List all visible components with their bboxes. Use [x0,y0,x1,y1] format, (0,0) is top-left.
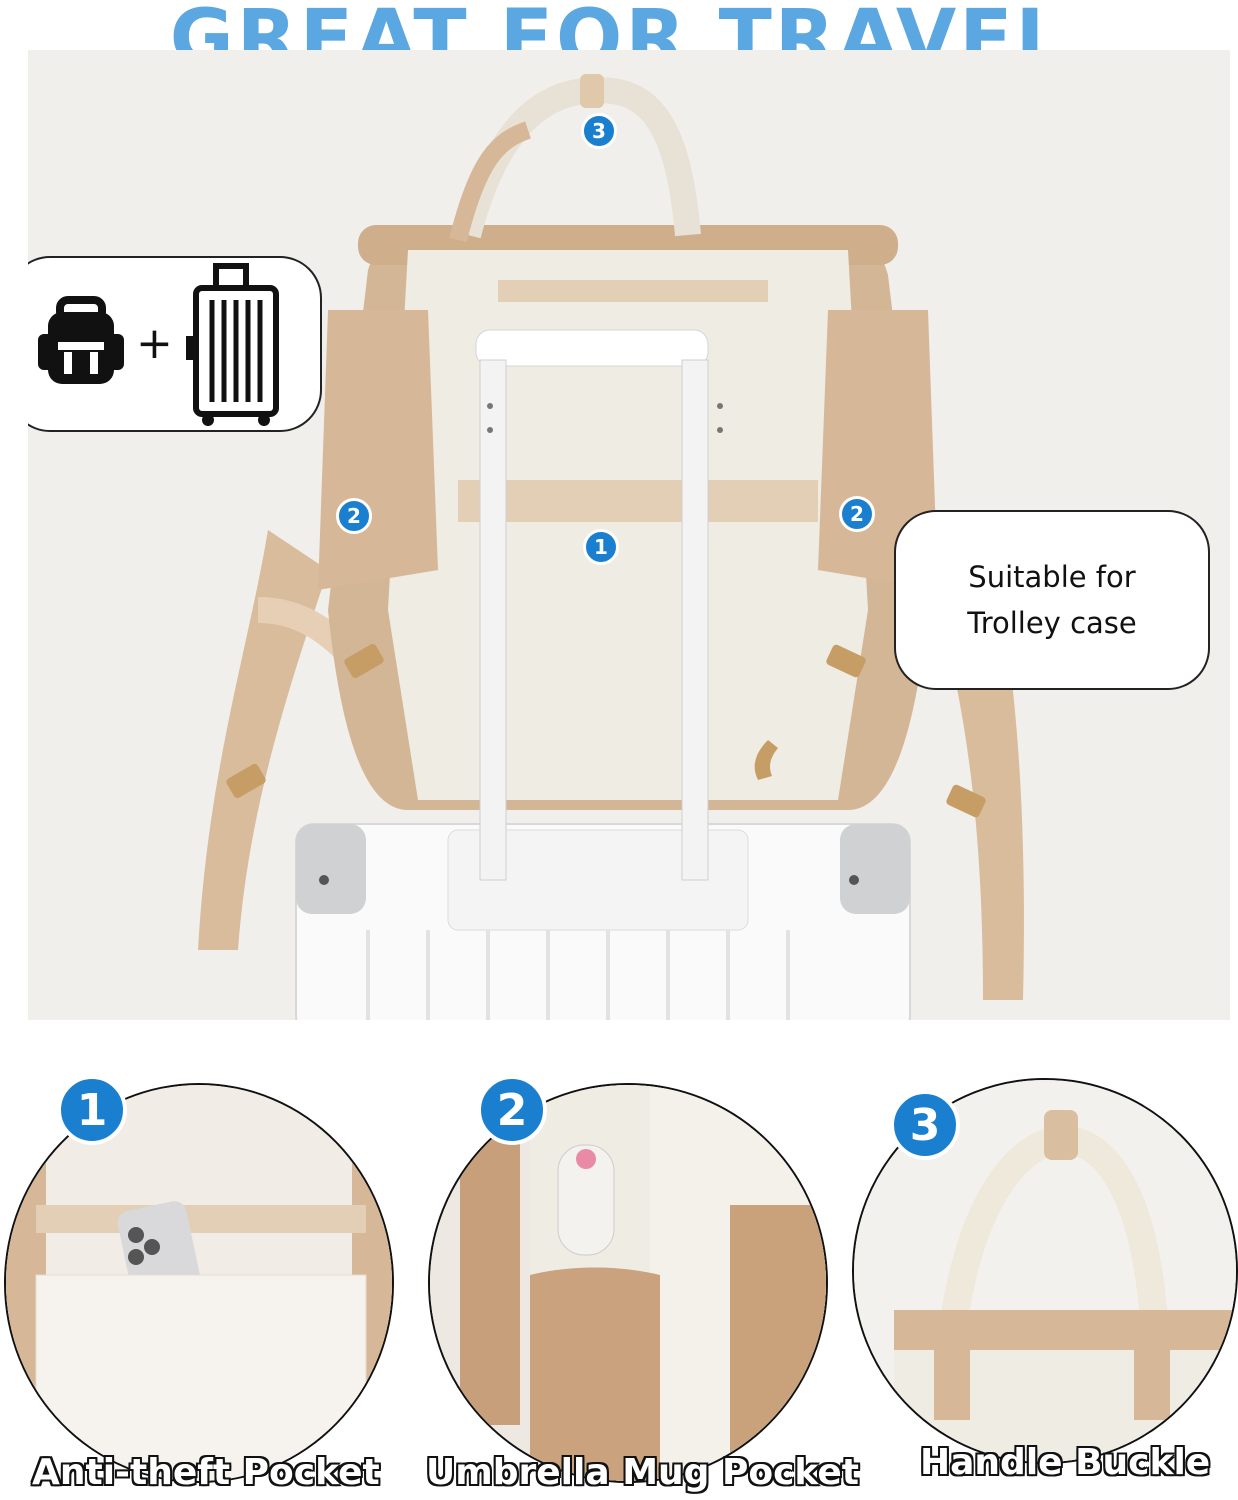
bubble-icons [38,263,279,426]
caption-handle-buckle: Handle Buckle [920,1442,1211,1483]
detail-handle-buckle [852,1078,1238,1464]
callout-line-1: Suitable for [968,560,1136,594]
callout-line-2: Trolley case [967,606,1137,640]
side-pocket-illustration [430,1085,826,1481]
marker-pocket: 1 [583,529,619,565]
trolley-callout: Suitable for Trolley case [894,510,1210,690]
backpack-icon [38,296,124,384]
marker-strap-right: 2 [839,496,875,532]
pocket-illustration [6,1085,392,1481]
caption-umbrella-mug-pocket: Umbrella Mug Pocket [426,1452,860,1493]
hero-photo: + Suitable for Trolley case 3 2 1 2 [28,50,1230,1020]
suitcase-body [295,823,911,1020]
caption-anti-theft-pocket: Anti-theft Pocket [32,1452,380,1493]
detail-marker-3: 3 [890,1090,960,1160]
detail-umbrella-mug-pocket [428,1083,828,1483]
trolley-compatible-bubble: + [28,256,322,432]
detail-anti-theft-pocket [4,1083,394,1483]
marker-strap-left: 2 [336,498,372,534]
detail-marker-2: 2 [477,1075,547,1145]
trolley-handle [475,329,723,881]
detail-marker-1: 1 [57,1075,127,1145]
plus-sign: + [136,318,173,369]
strap-buckles [226,643,986,818]
top-handle [449,74,701,243]
suitcase-icon [186,263,279,426]
marker-handle: 3 [581,113,617,149]
